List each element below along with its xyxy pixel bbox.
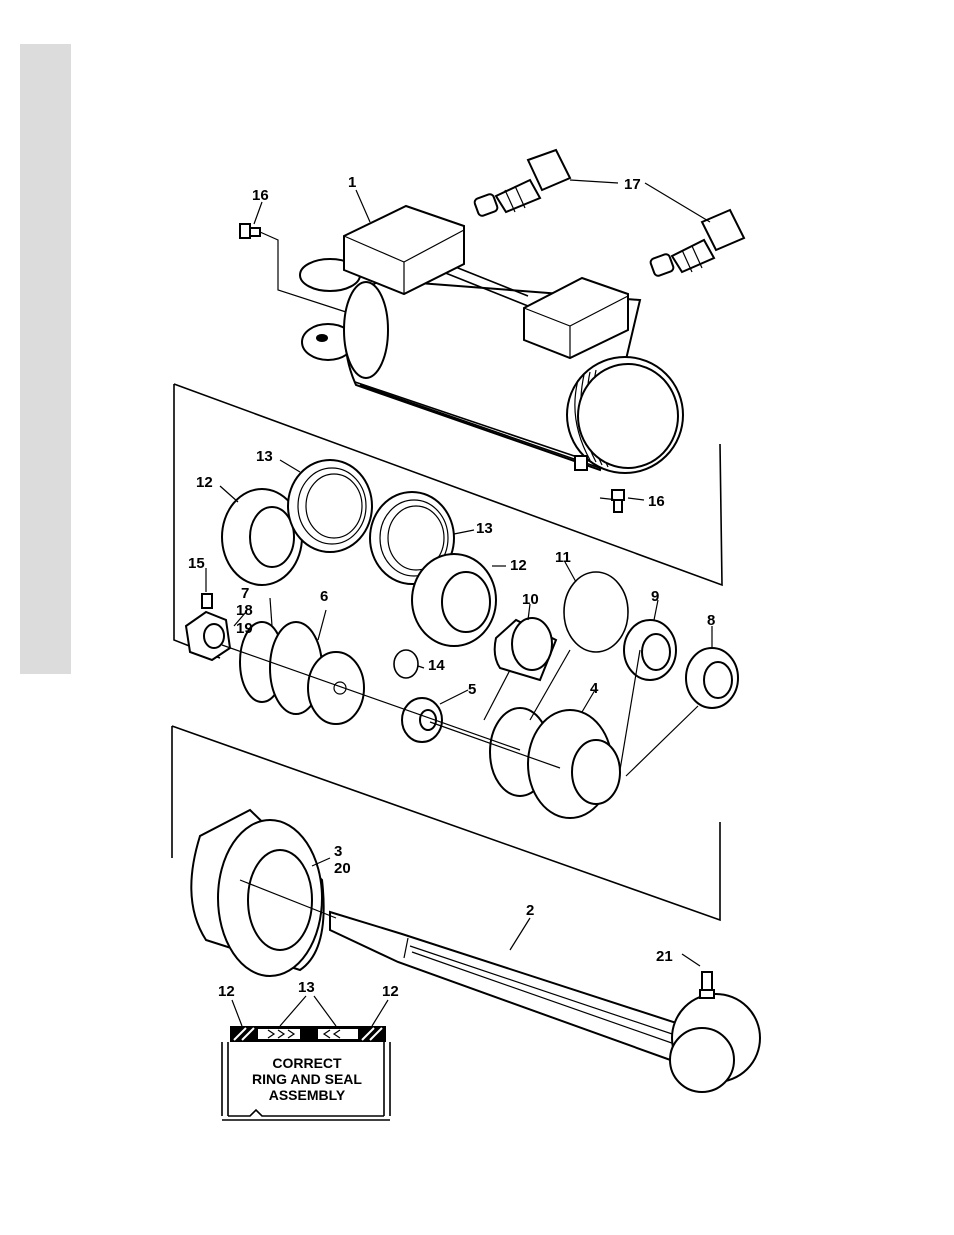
- callout-13-right: 13: [476, 520, 493, 537]
- callout-13-left: 13: [256, 448, 273, 465]
- callout-3: 3: [334, 843, 342, 860]
- callout-16-lower: 16: [648, 493, 665, 510]
- o-ring-11: [564, 572, 628, 652]
- callout-2: 2: [526, 902, 534, 919]
- callout-12-left: 12: [196, 474, 213, 491]
- callout-6: 6: [320, 588, 328, 605]
- callout-9: 9: [651, 588, 659, 605]
- callout-21: 21: [656, 948, 673, 965]
- hydraulic-fitting-lower: [650, 210, 744, 277]
- cylinder-barrel: [300, 206, 683, 473]
- callout-11: 11: [555, 549, 571, 566]
- piston-rod-2: [330, 912, 760, 1092]
- cylinder-head-4: [490, 708, 620, 818]
- bleeder-screw-upper: [240, 224, 260, 238]
- wiper-ring-12-right: [412, 554, 496, 646]
- callout-8: 8: [707, 612, 715, 629]
- o-ring-14: [394, 650, 418, 678]
- callout-19: 19: [236, 620, 253, 637]
- set-screw-15: [202, 594, 212, 608]
- callout-17: 17: [624, 176, 641, 193]
- callout-14: 14: [428, 657, 445, 674]
- callout-5: 5: [468, 681, 476, 698]
- callout-10: 10: [522, 591, 539, 608]
- callout-20: 20: [334, 860, 351, 877]
- inset-label-12-left: 12: [218, 983, 235, 1000]
- bearing-9: [624, 620, 676, 680]
- callout-16-upper: 16: [252, 187, 269, 204]
- callout-12-right: 12: [510, 557, 527, 574]
- inset-caption-line3: ASSEMBLY: [269, 1087, 346, 1103]
- lock-nut-18: [186, 612, 230, 660]
- bleeder-screw-lower: [612, 490, 624, 512]
- inset-caption-line1: CORRECT: [272, 1055, 342, 1071]
- callout-18: 18: [236, 602, 253, 619]
- inset-caption-line2: RING AND SEAL: [252, 1071, 362, 1087]
- inset-label-13: 13: [298, 979, 315, 996]
- bearing-8: [686, 648, 738, 708]
- seal-assembly-inset: 12 13 12 CORRECT RING AND SEAL ASSEMBLY: [218, 979, 399, 1120]
- bushing-10: [495, 618, 556, 680]
- callout-15: 15: [188, 555, 205, 572]
- gland-nut-3: [191, 810, 323, 976]
- hydraulic-fitting-upper: [474, 150, 570, 217]
- callout-7: 7: [241, 585, 249, 602]
- callout-4: 4: [590, 680, 599, 697]
- inset-label-12-right: 12: [382, 983, 399, 1000]
- callout-1: 1: [348, 174, 356, 191]
- seal-13-left: [288, 460, 372, 552]
